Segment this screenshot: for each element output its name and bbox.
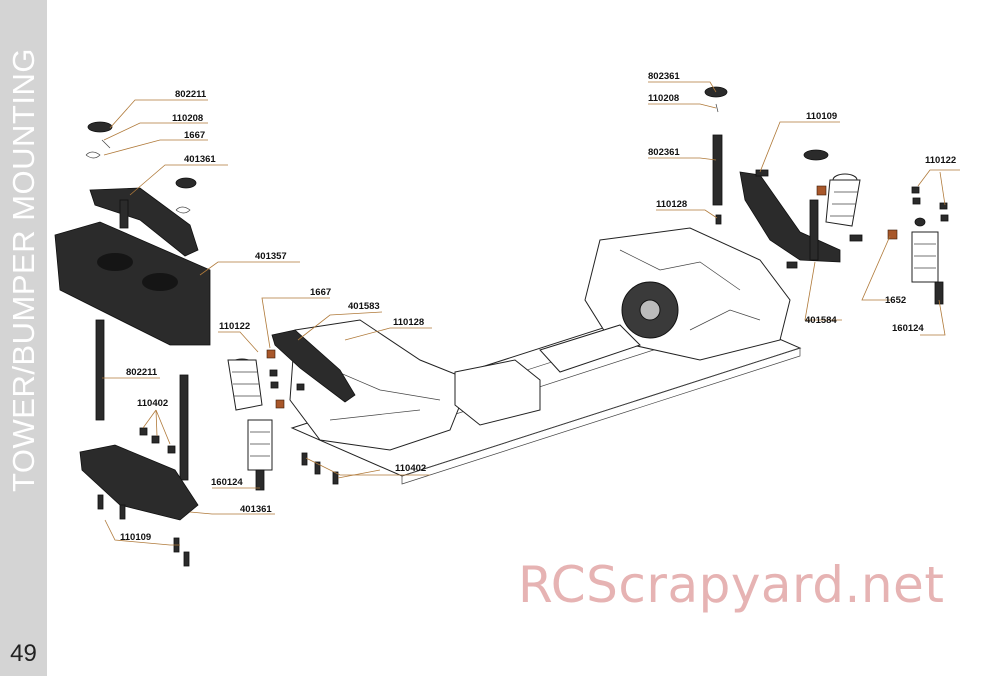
part-label: 401583 xyxy=(348,301,380,312)
part-label: 110128 xyxy=(393,317,424,328)
section-sidebar: TOWER/BUMPER MOUNTING 49 xyxy=(0,0,47,676)
part-label: 401584 xyxy=(805,315,837,326)
part-label: 110402 xyxy=(395,463,426,474)
section-title-wrap: TOWER/BUMPER MOUNTING xyxy=(4,30,44,510)
part-label: 110208 xyxy=(172,113,203,124)
part-label: 160124 xyxy=(211,477,243,488)
front-bumper-parts xyxy=(54,121,211,567)
part-label: 802211 xyxy=(175,89,207,100)
chassis-assembly xyxy=(289,227,802,485)
part-label: 110402 xyxy=(137,398,168,409)
part-label: 110122 xyxy=(925,155,956,166)
part-label: 110109 xyxy=(120,532,151,543)
part-label: 802211 xyxy=(126,367,158,378)
part-label: 160124 xyxy=(892,323,924,334)
part-label: 1667 xyxy=(184,130,205,141)
front-shock-tower-parts xyxy=(227,329,356,491)
part-label: 802361 xyxy=(648,71,680,82)
part-label: 401361 xyxy=(184,154,216,165)
part-label: 110128 xyxy=(656,199,687,210)
part-label: 1652 xyxy=(885,295,906,306)
part-label: 401361 xyxy=(240,504,272,515)
section-title: TOWER/BUMPER MOUNTING xyxy=(6,48,41,492)
part-label: 110208 xyxy=(648,93,679,104)
leader-lines xyxy=(102,81,960,546)
part-labels: 802211 110208 1667 401361 401357 1667 40… xyxy=(120,71,956,543)
part-label: 110109 xyxy=(806,111,837,122)
page-number: 49 xyxy=(10,640,37,667)
part-label: 401357 xyxy=(255,251,287,262)
part-label: 1667 xyxy=(310,287,331,298)
rear-shock-tower-parts xyxy=(704,86,949,305)
part-label: 802361 xyxy=(648,147,680,158)
exploded-assembly-diagram: 802211 110208 1667 401361 401357 1667 40… xyxy=(54,71,960,567)
part-label: 110122 xyxy=(219,321,250,332)
watermark: RCScrapyard.net xyxy=(518,556,945,614)
